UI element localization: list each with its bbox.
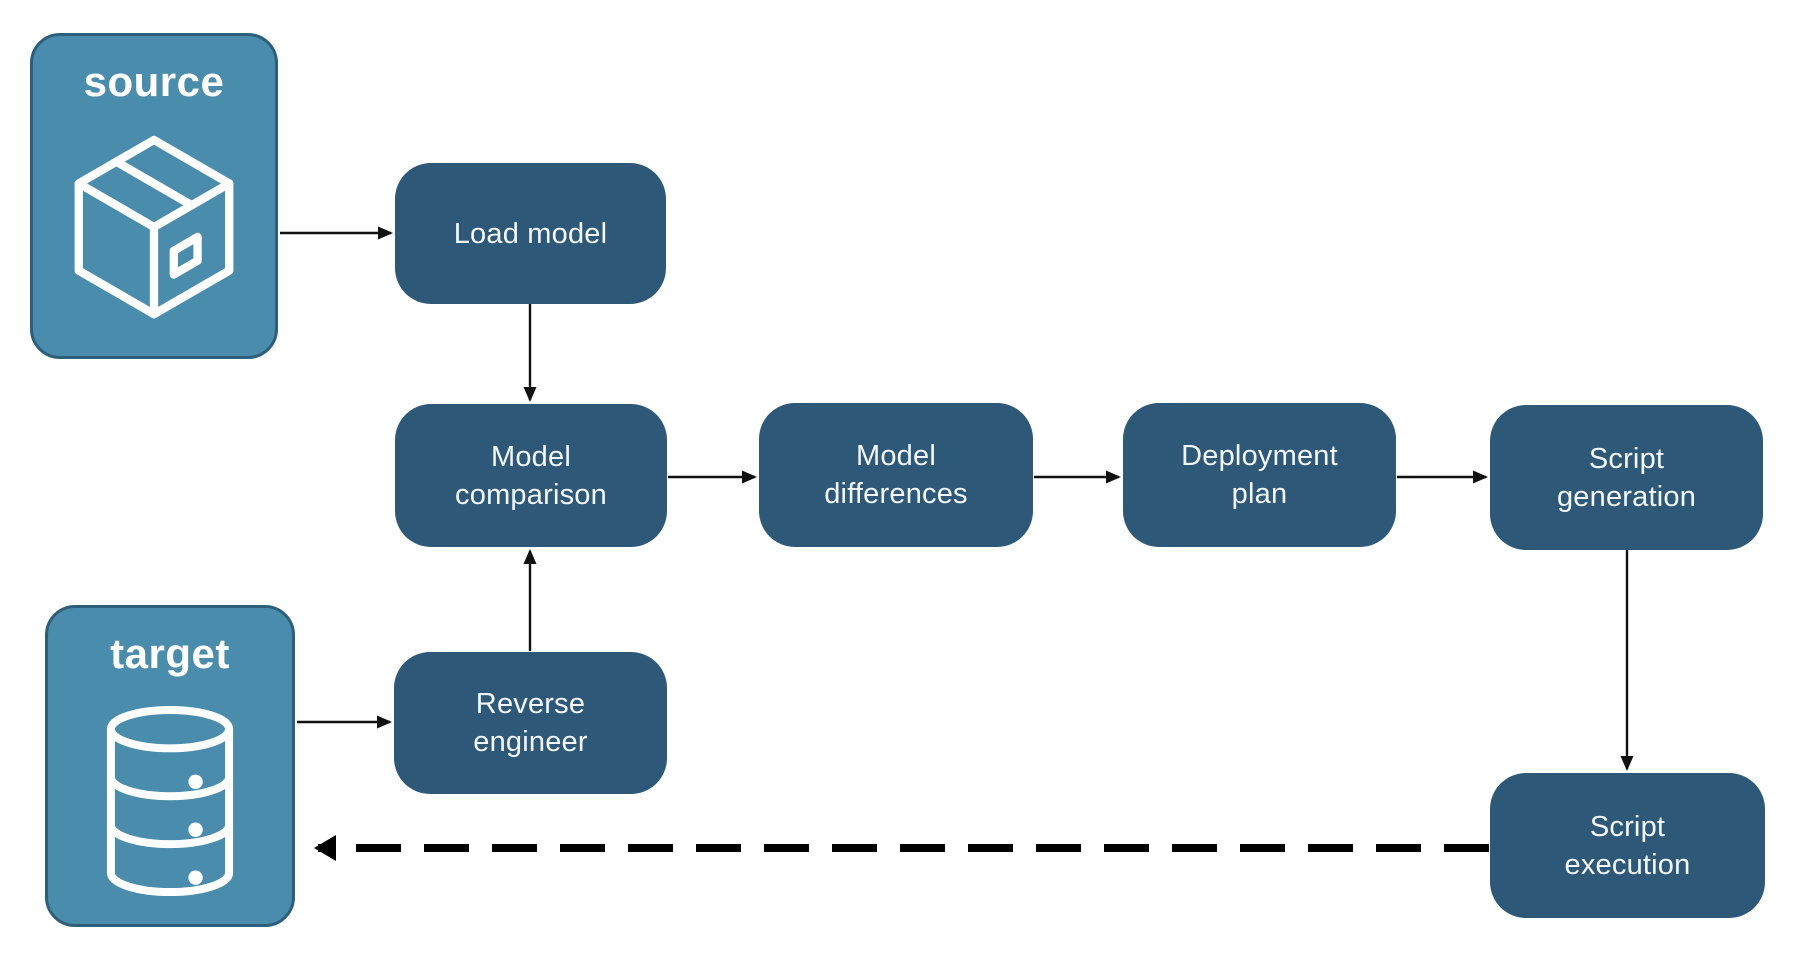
package-icon: [33, 106, 275, 356]
endpoint-source: source: [30, 33, 278, 359]
node-load-model: Load model: [395, 163, 666, 304]
node-model-differences: Model differences: [759, 403, 1033, 547]
target-label: target: [110, 630, 230, 677]
node-model-comparison: Model comparison: [395, 404, 667, 547]
node-script-generation: Script generation: [1490, 405, 1763, 550]
node-reverse-engineer: Reverse engineer: [394, 652, 667, 794]
node-deployment-plan: Deployment plan: [1123, 403, 1396, 547]
node-script-execution: Script execution: [1490, 773, 1765, 918]
database-icon: [48, 678, 292, 924]
source-label: source: [83, 58, 225, 105]
endpoint-target: target: [45, 605, 295, 927]
